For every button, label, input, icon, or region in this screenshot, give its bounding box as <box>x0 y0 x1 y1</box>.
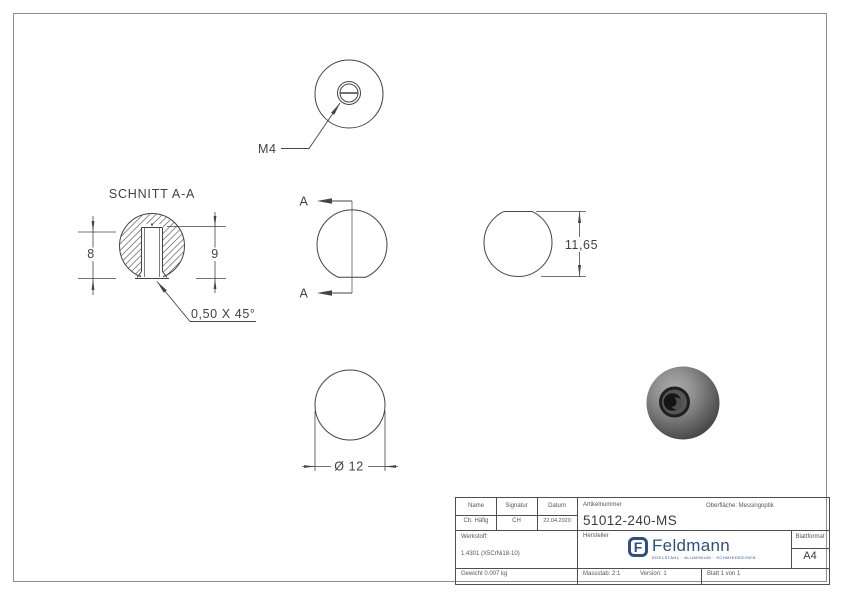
material-label: Werkstoff: <box>461 534 488 540</box>
feldmann-wordmark: Feldmann <box>652 536 730 555</box>
top-view: M4 <box>258 59 384 156</box>
chamfer-label: 0,50 X 45° <box>191 307 256 321</box>
dim-8-label: 8 <box>87 247 95 261</box>
bottom-ball-outline <box>314 369 386 441</box>
tb-line <box>577 498 578 584</box>
cut-arrow-bottom-icon <box>317 290 332 296</box>
bottom-view: Ø 12 <box>302 369 398 474</box>
side-view: 11,65 <box>480 205 598 277</box>
tb-line <box>456 530 829 531</box>
section-title: SCHNITT A-A <box>109 187 195 201</box>
cut-label-top: A <box>300 195 309 209</box>
signature-value: CH <box>512 518 521 524</box>
side-ball-outline <box>483 208 553 277</box>
scale-value: Massstab: 2:1 <box>583 571 621 577</box>
dim-diameter-label: Ø 12 <box>334 460 364 474</box>
m4-label: M4 <box>258 142 277 156</box>
feldmann-tagline: EDELSTAHL · ALUMINIUM · SCHMIEDEEISEN <box>652 555 756 560</box>
dim-height-label: 11,65 <box>565 238 598 252</box>
signature-label: Signatur <box>505 503 528 509</box>
name-value: Ch. Häfig <box>463 518 489 524</box>
title-block: Name Signatur Datum Ch. Häfig CH 22.04.2… <box>455 497 830 585</box>
version-value: Version: 1 <box>640 571 667 577</box>
top-view-outline <box>314 59 384 129</box>
manufacturer-logo: F Feldmann EDELSTAHL · ALUMINIUM · SCHMI… <box>628 537 756 560</box>
section-view: SCHNITT A-A <box>78 187 256 322</box>
manufacturer-label: Hersteller <box>583 533 609 539</box>
date-label: Datum <box>548 503 566 509</box>
sheet-border <box>13 13 827 582</box>
chamfer-leader-arrow-icon <box>157 281 167 293</box>
product-photo-ball <box>646 366 720 440</box>
m4-leader-arrow-icon <box>331 103 340 115</box>
name-label: Name <box>467 503 484 509</box>
feldmann-logo-icon: F <box>628 537 648 557</box>
tb-line <box>791 548 829 549</box>
chamfer-right <box>162 271 168 278</box>
chamfer-left <box>136 271 142 278</box>
front-view: A A <box>300 195 390 301</box>
article-label: Artikelnummer <box>583 502 622 508</box>
tb-line <box>537 498 538 530</box>
ball-hole-core <box>666 397 677 407</box>
article-number: 51012-240-MS <box>583 513 678 528</box>
surface-label: Oberfläche: Messingoptik <box>706 503 774 509</box>
sheet-format-value: A4 <box>803 550 817 562</box>
tb-line <box>456 515 577 516</box>
material-value: 1.4301 (X5CrNi18-10) <box>461 551 520 557</box>
dim-9-label: 9 <box>211 247 219 261</box>
m4-leader-line <box>281 102 341 149</box>
cut-label-bottom: A <box>300 287 309 301</box>
tb-line <box>456 568 829 569</box>
tb-line <box>701 568 702 584</box>
bore-clear <box>141 224 163 278</box>
weight-value: Gewicht 0.007 kg <box>461 571 508 577</box>
sheet-number-value: Blatt 1 von 1 <box>707 571 741 577</box>
tb-line <box>496 498 497 530</box>
tb-line <box>791 530 792 568</box>
sheet-format-label: Blattformat <box>795 534 825 540</box>
date-value: 22.04.2020 <box>543 518 571 524</box>
cut-arrow-top-icon <box>317 198 332 204</box>
thread-outer-circle <box>337 81 361 105</box>
